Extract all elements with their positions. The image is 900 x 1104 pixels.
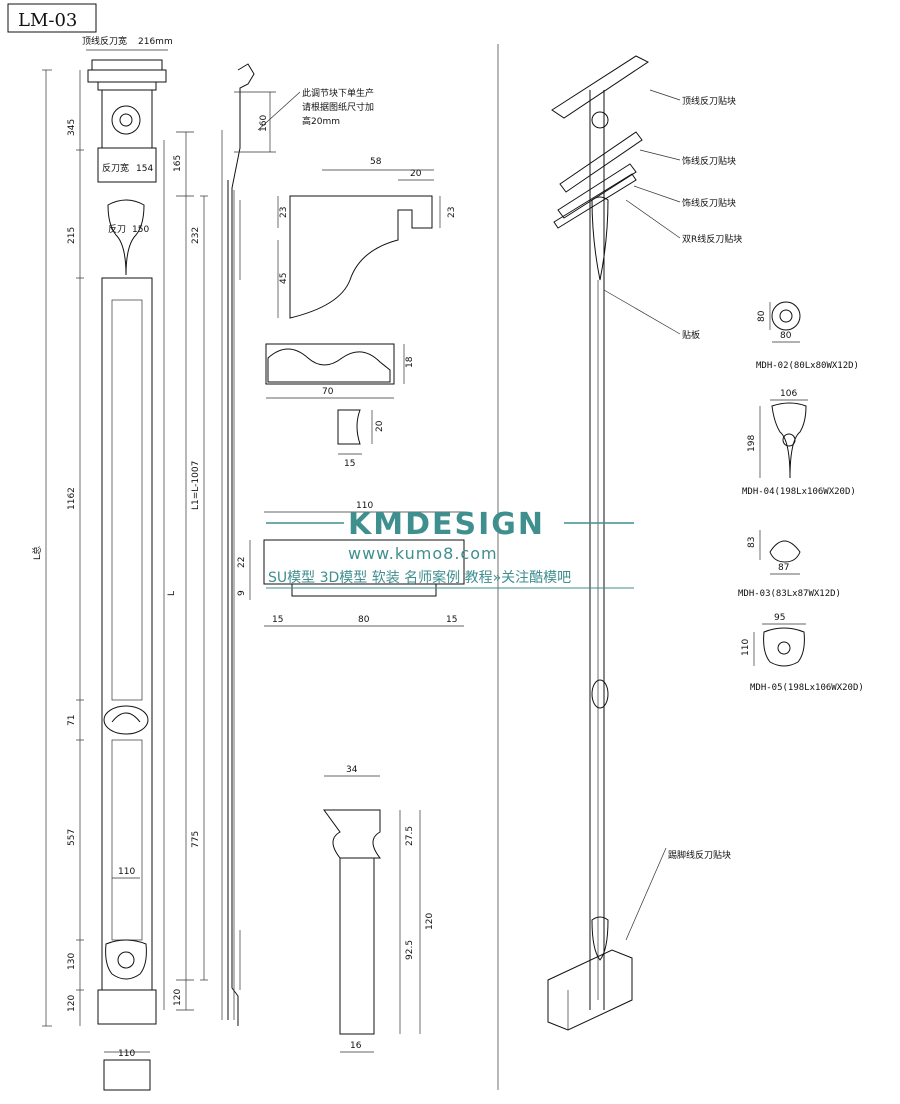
crown-dim-23b: 23: [447, 207, 457, 218]
panel-mid: 80: [358, 615, 370, 625]
mdh04-code: MDH-04(198Lx106WX20D): [742, 487, 856, 497]
ornament-mdh-04: 106 198 MDH-04(198Lx106WX20D): [742, 389, 856, 497]
label-panel: 贴板: [682, 329, 700, 341]
small-height: 20: [375, 420, 385, 432]
base-top: 34: [346, 765, 358, 775]
mdh03-h: 83: [747, 537, 757, 548]
crown-dim-20: 20: [410, 169, 422, 179]
dim-120: 120: [173, 989, 183, 1006]
mdh02-code: MDH-02(80Lx80WX12D): [756, 361, 859, 371]
moulding-profile: 70 18: [265, 343, 415, 399]
base-120: 120: [425, 913, 435, 930]
label-double-r-block: 双R线反刀贴块: [682, 233, 742, 245]
column-elevation: 顶线反刀宽 216mm 反刀宽 154 反刀 150 110 110: [31, 35, 173, 1091]
segment-71: 71: [67, 715, 77, 726]
total-label: L总: [31, 546, 43, 560]
watermark-brand: KMDESIGN: [348, 507, 545, 542]
drawing-id: LM-03: [18, 10, 77, 31]
base-16: 16: [350, 1041, 362, 1051]
moulding-height: 18: [405, 356, 415, 368]
crown-profile: 58 20 23 23 45: [277, 157, 457, 319]
mdh04-h: 198: [747, 435, 757, 452]
base-27: 27.5: [405, 826, 415, 846]
mdh05-h: 110: [741, 639, 751, 656]
ornament-mdh-03: 83 87 MDH-03(83Lx87WX12D): [738, 530, 841, 599]
panel-22: 22: [237, 557, 247, 568]
small-profile: 15 20: [337, 409, 385, 469]
dim-775: 775: [191, 831, 201, 848]
panel-9: 9: [237, 590, 247, 596]
dim-l: L: [167, 591, 177, 596]
width-110-b: 110: [118, 1049, 135, 1059]
base-92: 92.5: [405, 940, 415, 960]
crown-dim-23a: 23: [279, 207, 289, 218]
panel-right: 15: [446, 615, 457, 625]
mdh02-h: 80: [757, 310, 767, 322]
base-profile: 34 27.5 92.5 120 16: [323, 765, 435, 1053]
knife-width-value: 154: [136, 164, 153, 174]
segment-557: 557: [67, 829, 77, 846]
strip-note-3: 高20mm: [302, 115, 340, 127]
mdh05-w: 95: [774, 613, 785, 623]
knife-value-2: 150: [132, 225, 149, 235]
assembly-view: 顶线反刀贴块 饰线反刀贴块 饰线反刀贴块 双R线反刀贴块 贴板 踢脚线反刀贴块: [547, 55, 742, 1031]
label-deco-block-2: 饰线反刀贴块: [682, 197, 736, 209]
ornament-mdh-05: 95 110 MDH-05(198Lx106WX20D): [741, 613, 864, 693]
small-width: 15: [344, 459, 355, 469]
ornament-mdh-02: 80 80 MDH-02(80Lx80WX12D): [756, 301, 859, 371]
label-top-block: 顶线反刀贴块: [682, 95, 736, 107]
dim-l1: L1=L-1007: [191, 461, 201, 510]
drawing-id-box: LM-03: [7, 3, 97, 33]
watermark: KMDESIGN www.kumo8.com SU模型 3D模型 软装 名师案例…: [266, 507, 634, 589]
mdh05-code: MDH-05(198Lx106WX20D): [750, 683, 864, 693]
strip-note-1: 此调节块下单生产: [302, 87, 374, 99]
moulding-width: 70: [322, 387, 334, 397]
strip-note-2: 请根据图纸尺寸加: [302, 101, 374, 113]
mdh02-w: 80: [780, 331, 792, 341]
top-width-label: 顶线反刀宽: [82, 35, 127, 47]
knife-label-2: 反刀: [108, 224, 126, 235]
mdh03-w: 87: [778, 563, 789, 573]
segment-130: 130: [67, 953, 77, 970]
knife-width-label: 反刀宽: [102, 162, 129, 174]
crown-dim-45: 45: [279, 273, 289, 284]
panel-left: 15: [272, 615, 283, 625]
panel-profile: 110 22 9 15 80 15: [237, 501, 465, 627]
mdh04-w: 106: [780, 389, 797, 399]
segment-1162: 1162: [67, 487, 77, 510]
segment-215: 215: [67, 227, 77, 244]
width-110-a: 110: [118, 867, 135, 877]
strip-dim: 160: [259, 115, 269, 132]
crown-dim-58: 58: [370, 157, 382, 167]
label-deco-block-1: 饰线反刀贴块: [682, 155, 736, 167]
label-skirting-block: 踢脚线反刀贴块: [668, 849, 731, 861]
segment-345: 345: [67, 119, 77, 136]
side-profile-strip: 160 此调节块下单生产 请根据图纸尺寸加 高20mm: [221, 63, 374, 1026]
watermark-url: www.kumo8.com: [348, 544, 498, 563]
panel-top: 110: [356, 501, 373, 511]
top-width-value: 216mm: [138, 37, 173, 47]
middle-dimensions: 165 232 L1=L-1007 L 775 120: [163, 131, 208, 1011]
dim-232: 232: [191, 227, 201, 244]
segment-120: 120: [67, 995, 77, 1012]
mdh03-code: MDH-03(83Lx87WX12D): [738, 589, 841, 599]
dim-165: 165: [173, 155, 183, 172]
watermark-tagline: SU模型 3D模型 软装 名师案例 教程»关注酷模吧: [268, 569, 571, 586]
